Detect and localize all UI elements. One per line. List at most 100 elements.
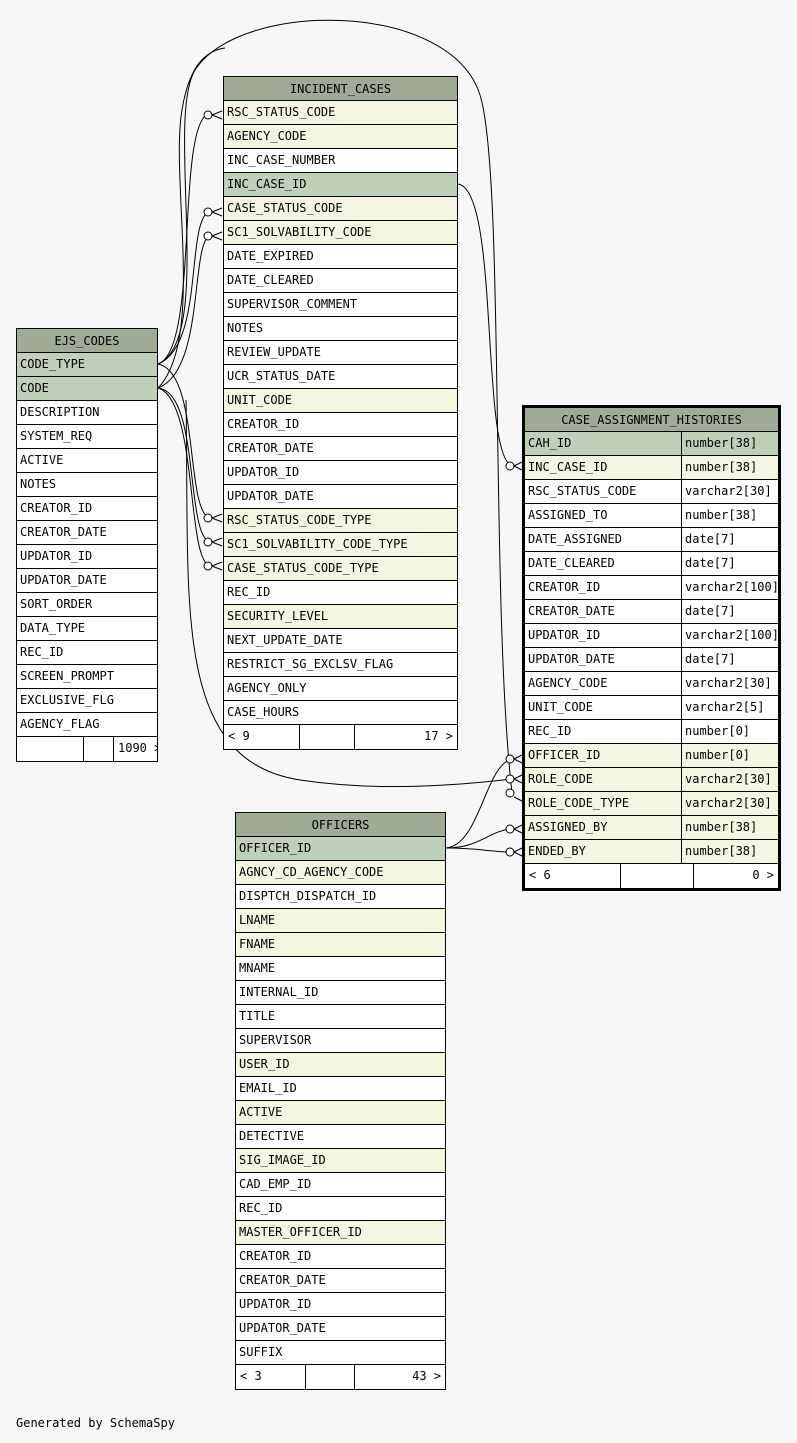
column-row[interactable]: SC1_SOLVABILITY_CODE_TYPE (224, 533, 457, 557)
column-row[interactable]: ACTIVE (236, 1101, 445, 1125)
column-row[interactable]: UCR_STATUS_DATE (224, 365, 457, 389)
column-row[interactable]: RESTRICT_SG_EXCLSV_FLAG (224, 653, 457, 677)
column-row[interactable]: UPDATOR_ID (224, 461, 457, 485)
column-row[interactable]: CREATOR_DATE (224, 437, 457, 461)
column-row[interactable]: LNAME (236, 909, 445, 933)
column-row[interactable]: EXCLUSIVE_FLG (17, 689, 157, 713)
column-row[interactable]: TITLE (236, 1005, 445, 1029)
footer-left[interactable] (17, 737, 83, 761)
column-row[interactable]: CREATOR_ID (17, 497, 157, 521)
column-row[interactable]: NEXT_UPDATE_DATE (224, 629, 457, 653)
column-row[interactable]: RSC_STATUS_CODE_TYPE (224, 509, 457, 533)
column-row[interactable]: INTERNAL_ID (236, 981, 445, 1005)
column-row[interactable]: SCREEN_PROMPT (17, 665, 157, 689)
column-row[interactable]: CODE (17, 377, 157, 401)
column-row[interactable]: DATE_CLEARED (224, 269, 457, 293)
column-row[interactable]: CREATOR_ID (236, 1245, 445, 1269)
footer-middle[interactable] (299, 725, 354, 749)
column-row[interactable]: SC1_SOLVABILITY_CODE (224, 221, 457, 245)
footer-left[interactable]: < 6 (529, 868, 551, 882)
column-row[interactable]: MNAME (236, 957, 445, 981)
column-row[interactable]: DESCRIPTION (17, 401, 157, 425)
column-row[interactable]: UPDATOR_DATE (224, 485, 457, 509)
column-row[interactable]: SUPERVISOR (236, 1029, 445, 1053)
column-row[interactable]: DETECTIVE (236, 1125, 445, 1149)
column-row[interactable]: USER_ID (236, 1053, 445, 1077)
column-row[interactable]: CASE_STATUS_CODE_TYPE (224, 557, 457, 581)
column-row[interactable]: UPDATOR_DATE (17, 569, 157, 593)
footer-right[interactable]: 0 > (693, 864, 778, 888)
footer-right[interactable]: 1090 > (113, 737, 157, 761)
column-row[interactable]: RSC_STATUS_CODE (224, 101, 457, 125)
column-row[interactable]: CREATOR_DATE (17, 521, 157, 545)
footer-left[interactable]: < 9 (228, 729, 250, 743)
cardinality-circle (505, 847, 515, 857)
column-row[interactable]: REVIEW_UPDATE (224, 341, 457, 365)
column-row[interactable]: DATA_TYPE (17, 617, 157, 641)
column-row[interactable]: NOTES (17, 473, 157, 497)
footer-right[interactable]: 43 > (354, 1365, 445, 1389)
column-row[interactable]: CREATOR_DATE (236, 1269, 445, 1293)
column-row[interactable]: AGENCY_CODE (224, 125, 457, 149)
footer-left[interactable]: < 3 (240, 1369, 262, 1383)
column-row[interactable]: REC_ID (17, 641, 157, 665)
column-row[interactable]: EMAIL_ID (236, 1077, 445, 1101)
column-row[interactable]: SUFFIX (236, 1341, 445, 1365)
column-row[interactable]: CASE_STATUS_CODE (224, 197, 457, 221)
column-row[interactable]: ACTIVE (17, 449, 157, 473)
column-row[interactable]: CREATOR_ID (224, 413, 457, 437)
column-row[interactable]: MASTER_OFFICER_ID (236, 1221, 445, 1245)
column-row[interactable]: FNAME (236, 933, 445, 957)
column-row[interactable]: OFFICER_ID (236, 837, 445, 861)
footer-middle[interactable] (620, 864, 693, 888)
column-row[interactable]: SYSTEM_REQ (17, 425, 157, 449)
column-row[interactable]: SUPERVISOR_COMMENT (224, 293, 457, 317)
column-row[interactable]: INC_CASE_ID (224, 173, 457, 197)
footer-middle[interactable] (83, 737, 113, 761)
column-row[interactable]: UPDATOR_ID (17, 545, 157, 569)
footer-middle[interactable] (305, 1365, 354, 1389)
column-row[interactable]: REC_ID (236, 1197, 445, 1221)
footer-right[interactable]: 17 > (354, 725, 457, 749)
column-row[interactable]: SIG_IMAGE_ID (236, 1149, 445, 1173)
column-row[interactable]: REC_ID (224, 581, 457, 605)
column-row[interactable]: SECURITY_LEVEL (224, 605, 457, 629)
rel-ejs-solvability-type (157, 387, 211, 543)
column-row[interactable]: DISPTCH_DISPATCH_ID (236, 885, 445, 909)
column-row[interactable]: NOTES (224, 317, 457, 341)
column-row[interactable]: AGENCY_ONLY (224, 677, 457, 701)
column-row[interactable]: UPDATOR_DATE (236, 1317, 445, 1341)
column-row[interactable]: INC_CASE_NUMBER (224, 149, 457, 173)
column-row[interactable]: SORT_ORDER (17, 593, 157, 617)
column-row[interactable]: DATE_EXPIRED (224, 245, 457, 269)
column-row[interactable]: UNIT_CODE (224, 389, 457, 413)
column-row[interactable]: CAD_EMP_ID (236, 1173, 445, 1197)
column-row[interactable]: CASE_HOURS (224, 701, 457, 725)
column-row[interactable]: AGNCY_CD_AGENCY_CODE (236, 861, 445, 885)
column-row[interactable]: UPDATOR_ID (236, 1293, 445, 1317)
column-row[interactable]: CODE_TYPE (17, 353, 157, 377)
column-row[interactable]: AGENCY_FLAG (17, 713, 157, 737)
